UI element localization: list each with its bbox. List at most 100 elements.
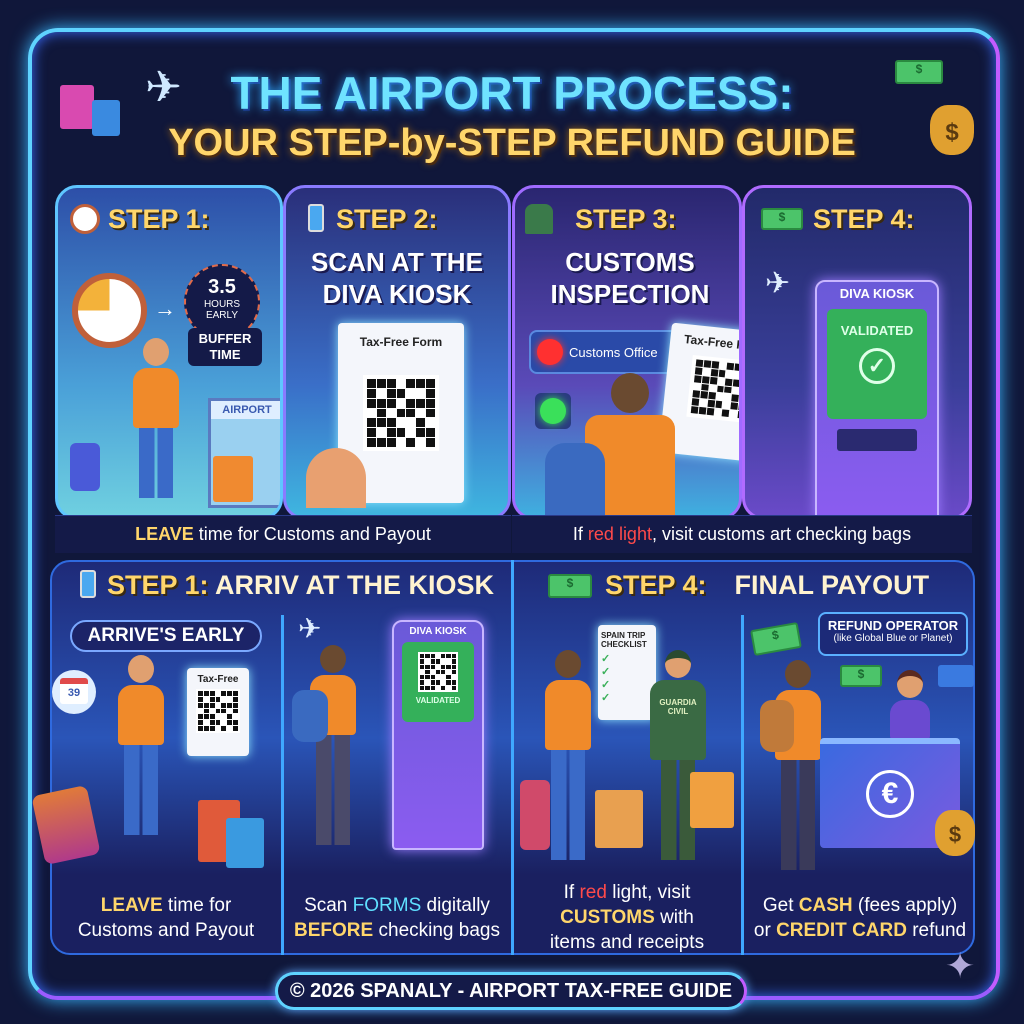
step-label: STEP 3:	[575, 204, 677, 234]
qr-module	[215, 696, 221, 702]
qr-module	[367, 438, 376, 447]
customs-officer-icon	[525, 204, 553, 234]
diva-kiosk: DIVA KIOSK VALIDATED ✓	[815, 280, 939, 517]
qr-module	[451, 659, 456, 664]
qr-module	[708, 384, 717, 392]
badge-label: BUFFER	[198, 331, 252, 346]
caption-text: Get	[762, 895, 799, 916]
qr-module	[420, 659, 425, 664]
qr-module	[734, 363, 739, 371]
traveler-illustration	[118, 655, 164, 835]
qr-module	[717, 377, 726, 385]
qr-module	[396, 398, 406, 408]
caption-text: If	[563, 882, 580, 903]
qr-module	[718, 369, 726, 378]
caption-highlight: red	[579, 882, 607, 903]
qr-module	[367, 379, 376, 388]
caption-highlight: CASH	[798, 895, 853, 916]
backpack-icon	[545, 443, 605, 517]
suitcase-icon	[70, 443, 100, 491]
qr-module	[406, 428, 416, 438]
qr-module	[702, 367, 711, 376]
qr-module	[198, 708, 203, 714]
green-light-icon	[535, 393, 571, 429]
shopping-bag-icon	[213, 456, 253, 502]
hand-illustration	[306, 448, 366, 508]
qr-module	[435, 680, 441, 685]
qr-module	[203, 714, 209, 720]
qr-module	[416, 379, 426, 388]
clock-icon	[70, 204, 100, 234]
qr-module	[416, 428, 426, 438]
qr-module	[420, 675, 425, 680]
qr-module	[233, 691, 238, 696]
qr-module	[406, 398, 416, 408]
caption-highlight: red light	[587, 524, 652, 544]
qr-module	[435, 669, 441, 675]
qr-module	[233, 714, 238, 720]
qr-module	[451, 680, 456, 685]
qr-module	[198, 702, 203, 708]
qr-module	[203, 691, 209, 696]
customs-office-sign: Customs Office	[529, 330, 679, 374]
qr-module	[386, 379, 396, 388]
kiosk-label: DIVA KIOSK	[409, 626, 467, 637]
shopping-bags-icon	[60, 85, 94, 129]
qr-module	[435, 664, 441, 669]
qr-module	[221, 702, 227, 708]
qr-module	[451, 685, 456, 690]
qr-module	[396, 388, 406, 398]
qr-module	[707, 400, 715, 408]
qr-module	[451, 669, 456, 675]
badge-label-2: TIME	[209, 347, 241, 362]
qr-code	[196, 689, 240, 733]
qr-module	[416, 408, 426, 418]
qr-module	[233, 726, 238, 731]
qr-module	[719, 361, 727, 370]
qr-module	[426, 418, 435, 428]
qr-module	[425, 654, 430, 659]
calendar-date: 39	[60, 678, 88, 704]
qr-code	[686, 354, 739, 424]
bottom-left-heading: STEP 1: ARRIV AT THE KIOSK	[107, 570, 494, 601]
caption-text: Customs and Payout	[77, 920, 255, 941]
qr-module	[732, 386, 739, 395]
qr-module	[209, 708, 215, 714]
qr-module	[701, 375, 710, 384]
qr-module	[715, 393, 724, 401]
qr-module	[698, 407, 707, 415]
qr-module	[416, 398, 426, 408]
qr-module	[396, 438, 406, 447]
qr-module	[446, 675, 451, 680]
qr-module	[730, 402, 739, 411]
qr-module	[376, 398, 386, 408]
qr-module	[233, 696, 238, 702]
qr-module	[425, 680, 430, 685]
operator-title: REFUND OPERATOR	[827, 618, 959, 633]
caption-text: with	[654, 907, 694, 928]
qr-module	[430, 659, 435, 664]
qr-module	[227, 696, 233, 702]
qr-module	[441, 664, 446, 669]
qr-module	[426, 398, 435, 408]
qr-module	[386, 428, 396, 438]
traveler-illustration	[545, 650, 591, 860]
caption-prefix: If	[572, 524, 588, 544]
qr-module	[233, 708, 238, 714]
money-icon: $	[840, 665, 882, 687]
badge-unit: HOURS	[203, 299, 241, 310]
form-title: Tax-Free	[197, 674, 239, 685]
qr-module	[724, 386, 732, 394]
qr-module	[367, 398, 376, 408]
shopping-bag-icon	[595, 790, 643, 848]
qr-module	[227, 708, 233, 714]
qr-module	[233, 702, 238, 708]
calendar-icon: 39	[52, 670, 96, 714]
qr-module	[203, 708, 209, 714]
qr-module	[430, 685, 435, 690]
qr-module	[367, 428, 376, 438]
qr-module	[446, 680, 451, 685]
shopping-bag-icon	[92, 100, 120, 136]
qr-module	[198, 720, 203, 726]
